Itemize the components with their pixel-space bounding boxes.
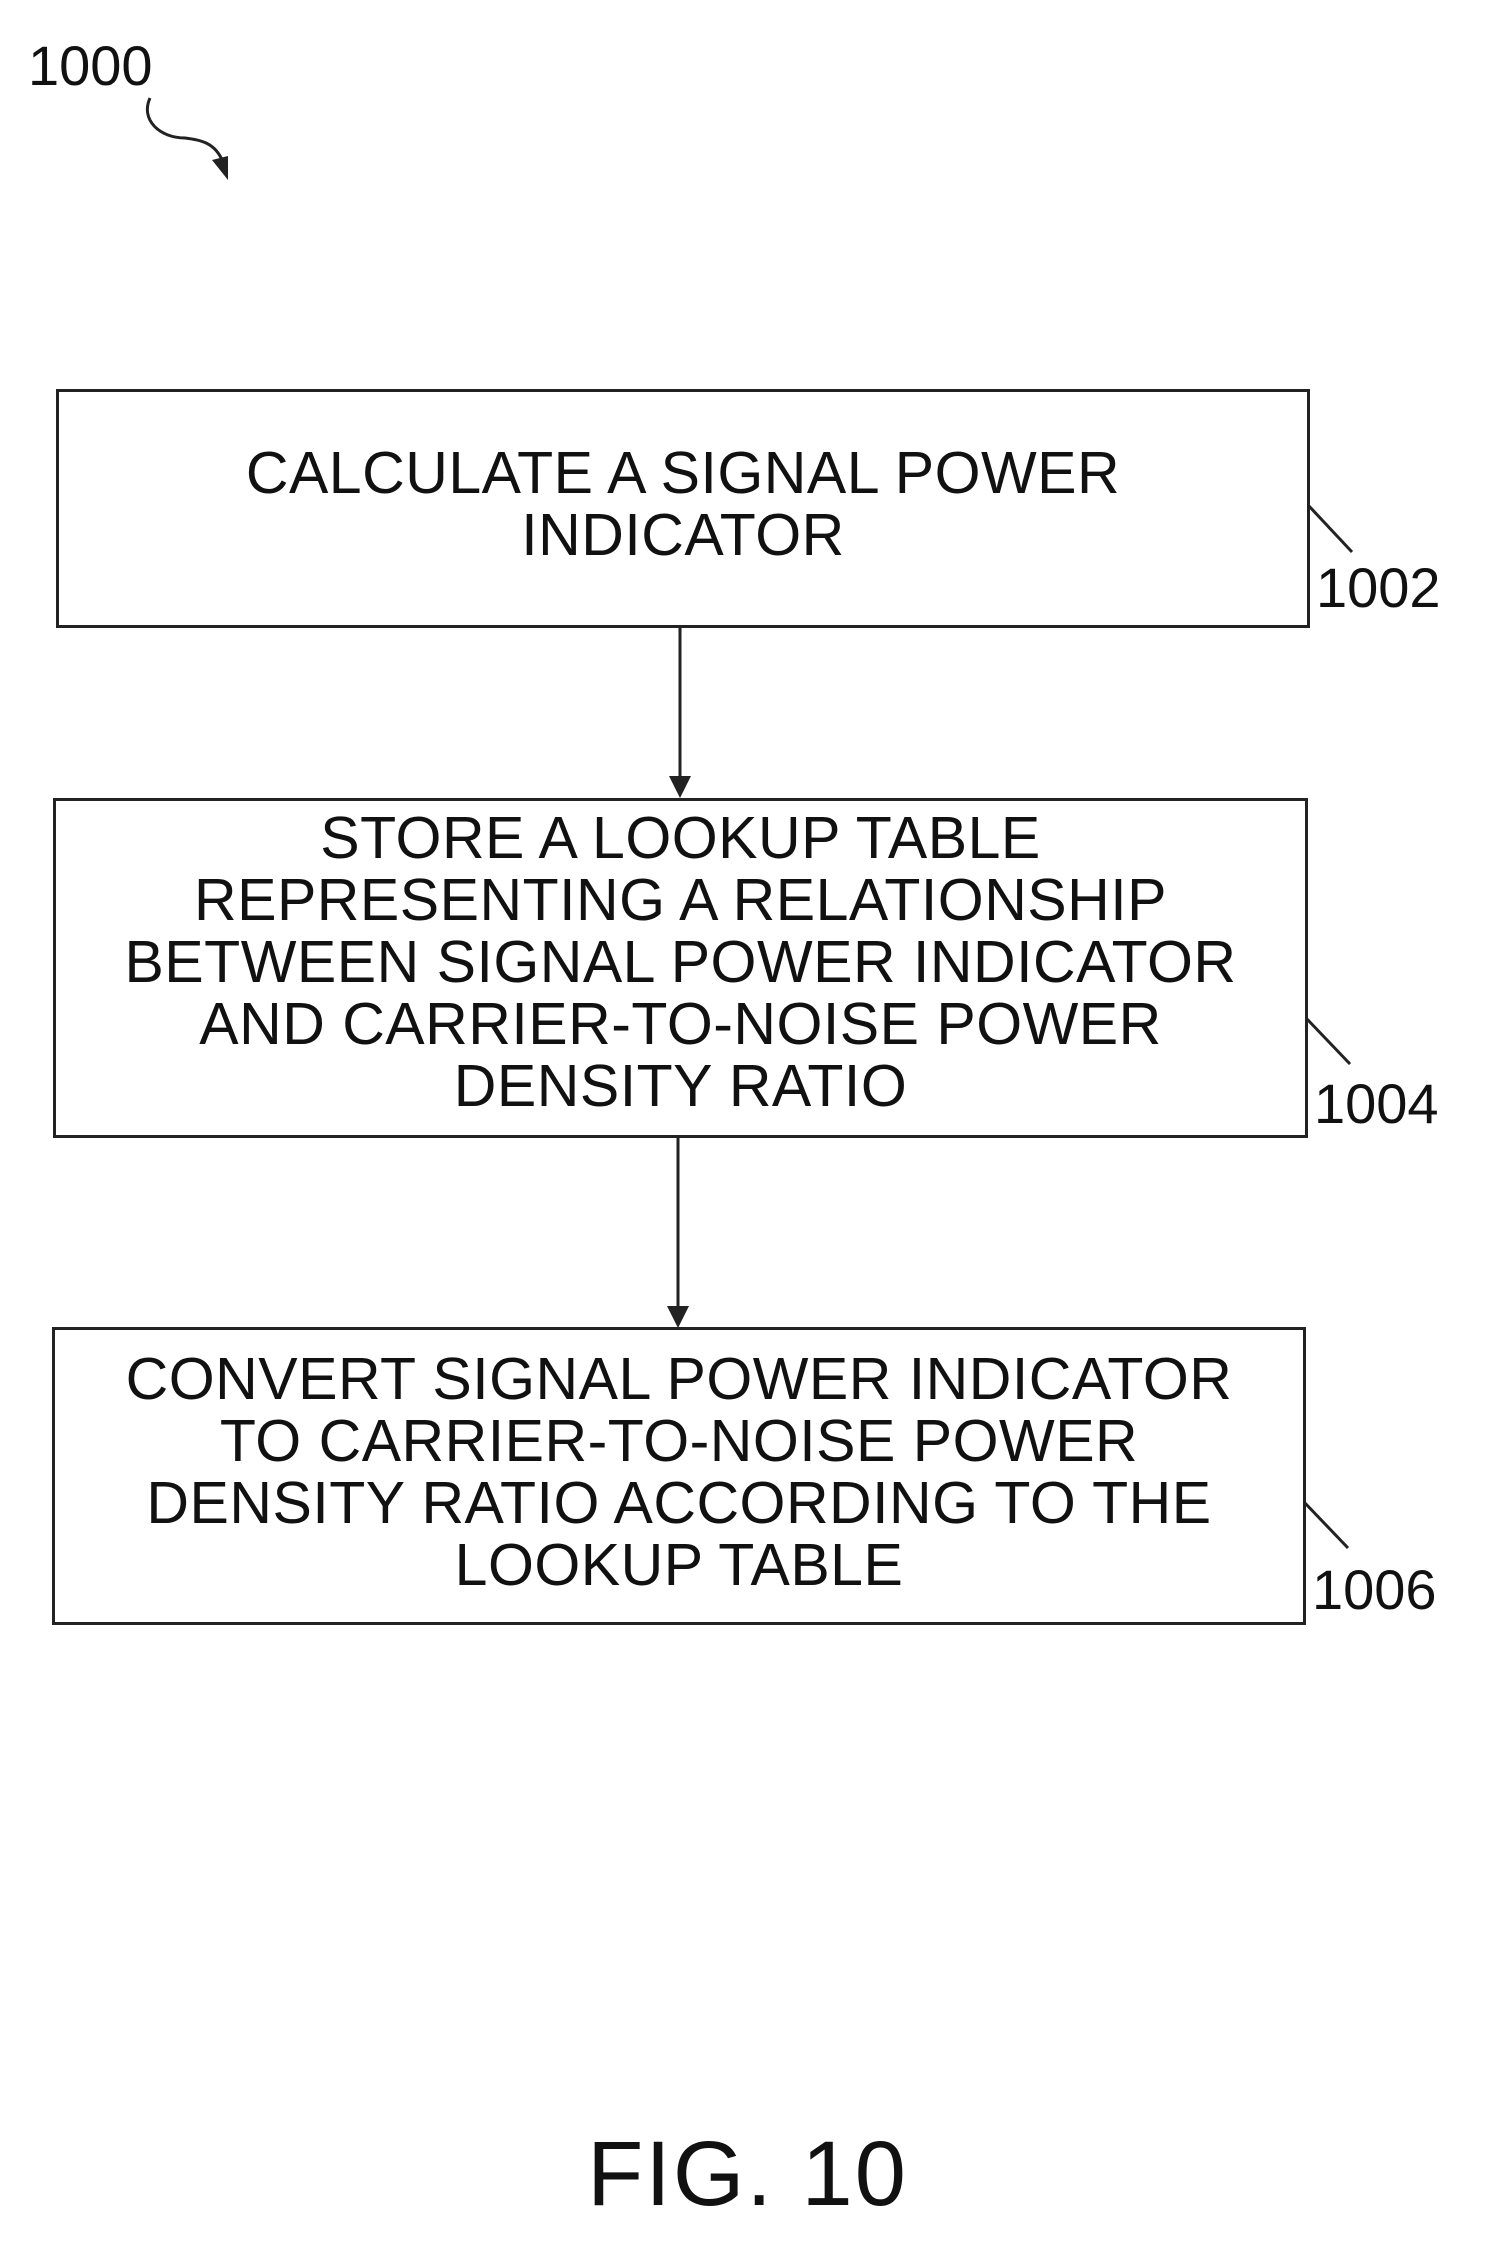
figure-ref-pointer xyxy=(147,98,223,162)
arrowhead-step2-to-step3 xyxy=(667,1306,689,1328)
leader-1006 xyxy=(1304,1502,1348,1548)
step-text-1002: CALCULATE A SIGNAL POWER INDICATOR xyxy=(59,442,1307,566)
step-ref-1002: 1002 xyxy=(1316,560,1441,616)
step-text-1004: STORE A LOOKUP TABLE REPRESENTING A RELA… xyxy=(56,807,1305,1117)
step-box-1002: CALCULATE A SIGNAL POWER INDICATOR xyxy=(56,389,1310,628)
step-ref-1004: 1004 xyxy=(1314,1076,1439,1132)
figure-caption: FIG. 10 xyxy=(0,2128,1495,2220)
step-ref-1006: 1006 xyxy=(1312,1562,1437,1618)
leader-1004 xyxy=(1306,1018,1350,1064)
figure-ref-pointer-head xyxy=(212,156,228,180)
step-box-1004: STORE A LOOKUP TABLE REPRESENTING A RELA… xyxy=(53,798,1308,1138)
arrowhead-step1-to-step2 xyxy=(669,776,691,798)
leader-1002 xyxy=(1308,505,1352,552)
step-text-1006: CONVERT SIGNAL POWER INDICATOR TO CARRIE… xyxy=(55,1348,1303,1596)
step-box-1006: CONVERT SIGNAL POWER INDICATOR TO CARRIE… xyxy=(52,1327,1306,1625)
